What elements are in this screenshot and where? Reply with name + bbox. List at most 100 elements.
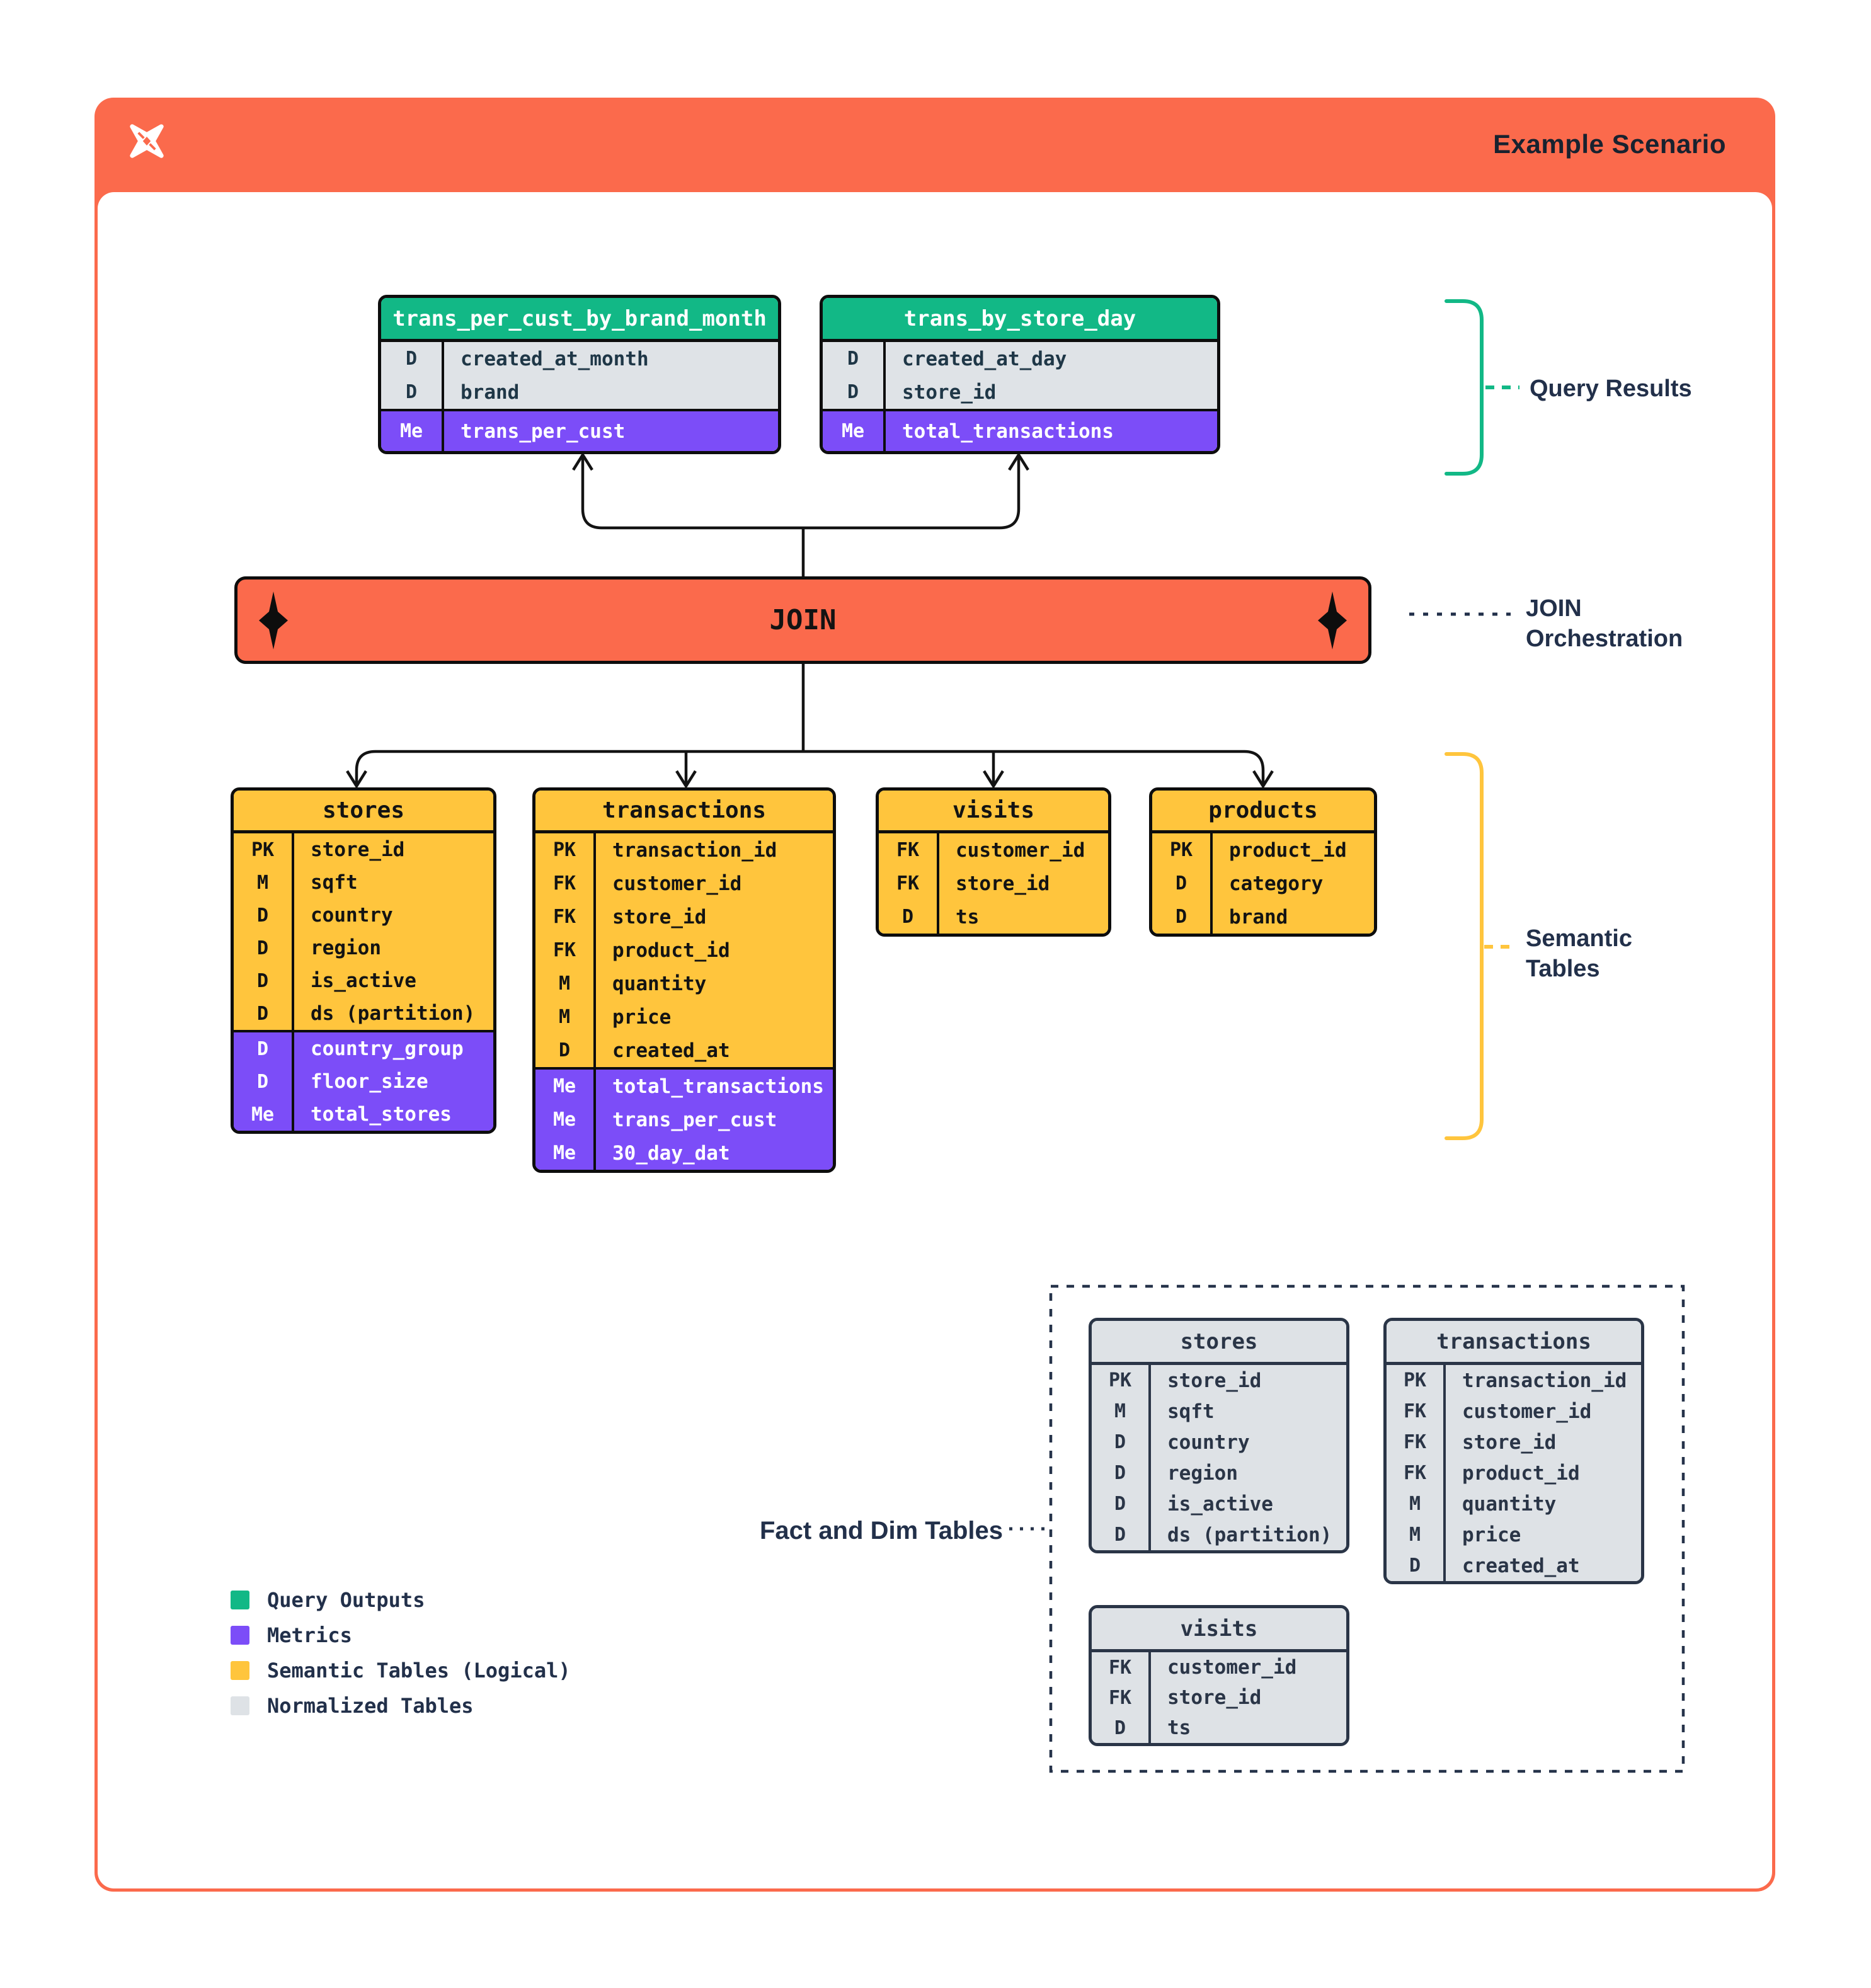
legend-label: Query Outputs bbox=[267, 1588, 425, 1612]
label-fact-and-dim: Fact and Dim Tables bbox=[759, 1517, 1003, 1545]
table-row: FK store_id bbox=[1092, 1682, 1346, 1713]
legend-label: Metrics bbox=[267, 1623, 352, 1647]
table-name: transactions bbox=[535, 791, 833, 833]
row-key: D bbox=[1152, 900, 1213, 934]
legend-label: Normalized Tables bbox=[267, 1694, 474, 1718]
row-field: country_group bbox=[311, 1037, 464, 1060]
row-key: D bbox=[1092, 1427, 1151, 1458]
label-join-orchestration: JOIN Orchestration bbox=[1526, 593, 1683, 654]
row-field: total_transactions bbox=[902, 420, 1114, 443]
table-row: Me trans_per_cust bbox=[535, 1103, 833, 1136]
row-key: FK bbox=[879, 867, 939, 900]
table-name: trans_per_cust_by_brand_month bbox=[381, 298, 778, 342]
row-key: Me bbox=[535, 1070, 596, 1103]
legend-item: Metrics bbox=[231, 1618, 571, 1653]
row-key: M bbox=[1387, 1519, 1446, 1550]
row-key: Me bbox=[823, 411, 886, 451]
row-field: store_id bbox=[1462, 1431, 1557, 1454]
row-field: sqft bbox=[311, 871, 358, 894]
row-key: D bbox=[381, 375, 444, 409]
row-field: is_active bbox=[311, 969, 416, 992]
row-field: sqft bbox=[1167, 1400, 1215, 1423]
page-title: Example Scenario bbox=[1493, 129, 1726, 159]
row-field: trans_per_cust bbox=[612, 1108, 777, 1131]
row-field: region bbox=[311, 937, 381, 959]
row-field: customer_id bbox=[1167, 1656, 1297, 1679]
row-key: M bbox=[535, 967, 596, 1000]
row-field: brand bbox=[1229, 905, 1288, 928]
legend-swatch-icon bbox=[231, 1696, 249, 1715]
table-name: trans_by_store_day bbox=[823, 298, 1217, 342]
row-field: created_at bbox=[612, 1039, 730, 1062]
row-key: FK bbox=[1387, 1427, 1446, 1458]
legend-swatch-icon bbox=[231, 1661, 249, 1680]
row-field: country bbox=[1167, 1431, 1250, 1454]
row-key: FK bbox=[535, 867, 596, 900]
label-join-orchestration-line2: Orchestration bbox=[1526, 626, 1683, 652]
row-field: country bbox=[311, 904, 393, 927]
row-field: store_id bbox=[612, 905, 707, 928]
row-field: transaction_id bbox=[1462, 1369, 1627, 1392]
row-field: total_stores bbox=[311, 1103, 452, 1126]
table-name: stores bbox=[234, 791, 493, 833]
row-key: M bbox=[535, 1000, 596, 1034]
row-key: FK bbox=[535, 934, 596, 967]
row-field: ds (partition) bbox=[1167, 1523, 1332, 1546]
row-field: 30_day_dat bbox=[612, 1141, 730, 1165]
row-field: customer_id bbox=[956, 838, 1085, 862]
row-field: store_id bbox=[1167, 1686, 1262, 1709]
row-field: store_id bbox=[902, 380, 997, 404]
row-field: created_at_day bbox=[902, 347, 1067, 370]
row-key: D bbox=[823, 375, 886, 409]
legend-item: Semantic Tables (Logical) bbox=[231, 1653, 571, 1688]
row-key: PK bbox=[234, 833, 294, 866]
row-key: D bbox=[234, 932, 294, 964]
join-label: JOIN bbox=[769, 604, 837, 636]
row-key: FK bbox=[535, 900, 596, 934]
row-key: Me bbox=[535, 1103, 596, 1136]
row-field: transaction_id bbox=[612, 838, 777, 862]
row-key: D bbox=[1387, 1550, 1446, 1581]
legend-item: Normalized Tables bbox=[231, 1688, 571, 1723]
label-join-orchestration-line1: JOIN bbox=[1526, 595, 1582, 622]
row-field: ts bbox=[1167, 1717, 1191, 1739]
row-key: D bbox=[234, 964, 294, 997]
row-key: PK bbox=[1152, 833, 1213, 867]
row-key: FK bbox=[1092, 1682, 1151, 1713]
row-field: category bbox=[1229, 872, 1324, 895]
row-field: price bbox=[612, 1005, 672, 1029]
table-name: visits bbox=[879, 791, 1108, 833]
table-name: products bbox=[1152, 791, 1374, 833]
row-key: D bbox=[1092, 1713, 1151, 1743]
row-field: region bbox=[1167, 1461, 1238, 1485]
join-bar: JOIN bbox=[234, 576, 1371, 664]
